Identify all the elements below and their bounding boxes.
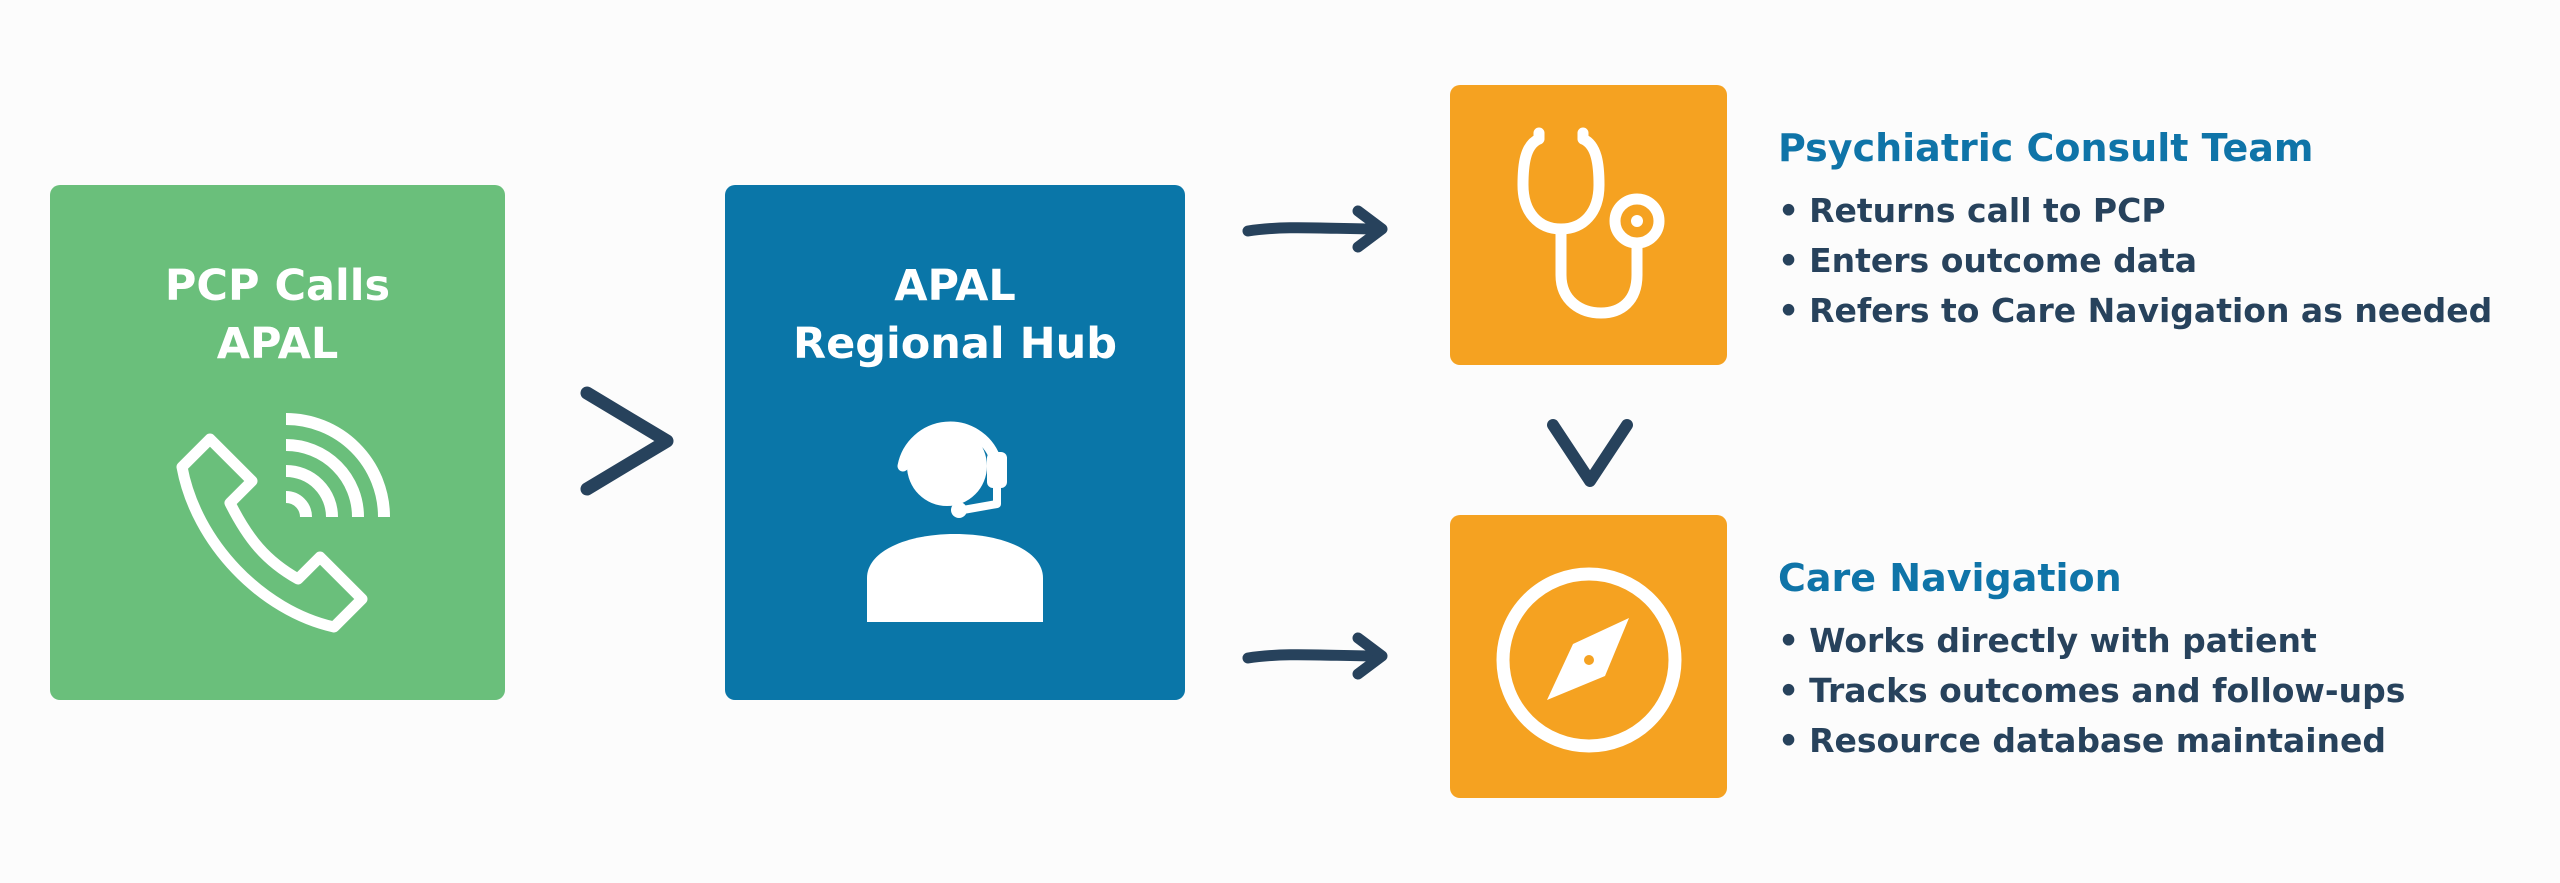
consult-team-heading: Psychiatric Consult Team: [1778, 126, 2314, 170]
list-item: Tracks outcomes and follow-ups: [1778, 666, 2538, 716]
hub-title: APAL Regional Hub: [793, 257, 1117, 373]
care-navigation-box: [1450, 515, 1727, 798]
list-item: Refers to Care Navigation as needed: [1778, 286, 2538, 336]
pcp-calls-title: PCP Calls APAL: [165, 257, 390, 373]
phone-ringing-icon: [176, 413, 390, 633]
hub-title-line-2: Regional Hub: [792, 319, 1118, 369]
pcp-title-line-2: APAL: [216, 319, 339, 369]
pcp-calls-box: PCP Calls APAL: [50, 185, 505, 700]
apal-regional-hub-box: APAL Regional Hub: [725, 185, 1185, 700]
arrow-hub-to-consult: [1242, 205, 1388, 253]
list-item: Works directly with patient: [1778, 616, 2538, 666]
list-item: Returns call to PCP: [1778, 186, 2538, 236]
arrow-hub-to-navigation: [1242, 632, 1388, 680]
arrow-pcp-to-hub: [580, 386, 674, 496]
care-navigation-list: Works directly with patient Tracks outco…: [1778, 616, 2538, 766]
hub-title-line-1: APAL: [894, 261, 1016, 311]
consult-team-panel: Psychiatric Consult Team Returns call to…: [1778, 124, 2538, 336]
compass-icon: [1496, 567, 1681, 753]
care-navigation-panel: Care Navigation Works directly with pati…: [1778, 554, 2538, 766]
care-navigation-heading: Care Navigation: [1778, 556, 2122, 600]
list-item: Enters outcome data: [1778, 236, 2538, 286]
arrow-consult-to-navigation: [1547, 419, 1633, 487]
headset-agent-icon: [867, 421, 1043, 622]
stethoscope-icon: [1517, 127, 1664, 319]
pcp-title-line-1: PCP Calls: [164, 261, 391, 311]
consult-team-list: Returns call to PCP Enters outcome data …: [1778, 186, 2538, 336]
list-item: Resource database maintained: [1778, 716, 2538, 766]
psychiatric-consult-box: [1450, 85, 1727, 365]
